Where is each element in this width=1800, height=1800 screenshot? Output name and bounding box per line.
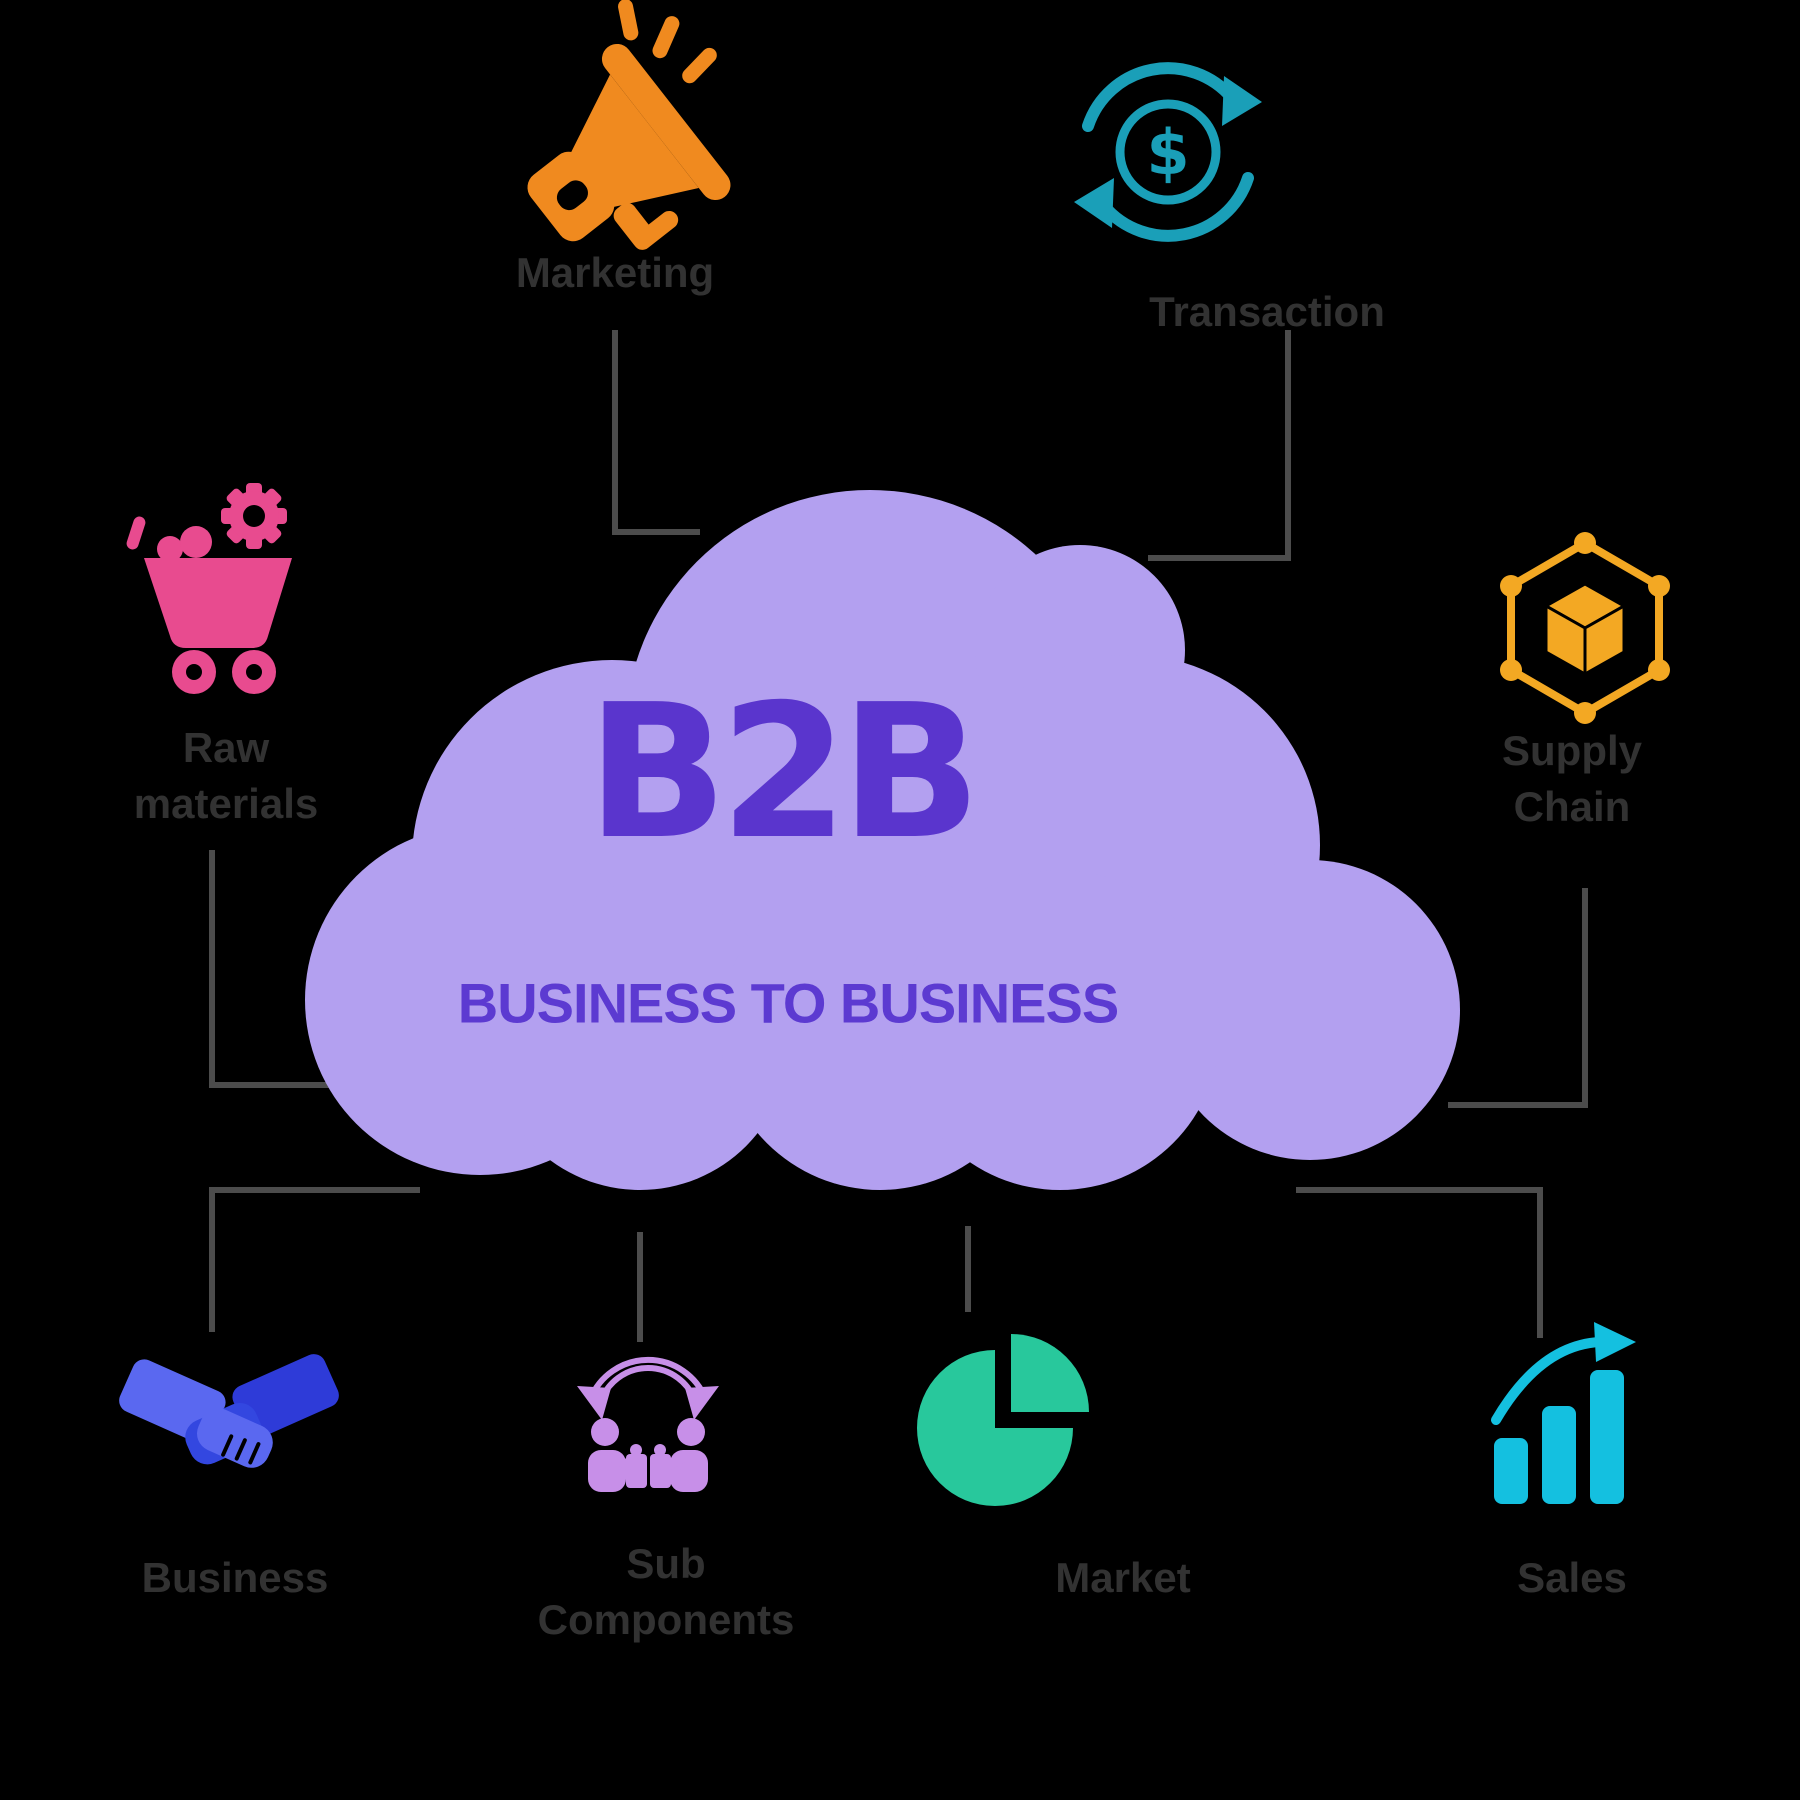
connector-transaction [1148, 330, 1291, 561]
dollar-glyph: $ [1146, 116, 1189, 189]
cloud-shape [305, 490, 1460, 1190]
label-sales: Sales [1517, 1554, 1627, 1601]
label-sub-components-line1: Sub [626, 1540, 706, 1587]
cube-network-icon [1500, 532, 1670, 724]
bar-chart-icon [1491, 1322, 1636, 1504]
handshake-icon [119, 1354, 339, 1468]
label-marketing: Marketing [515, 249, 715, 296]
connector-marketing [612, 330, 700, 535]
label-raw-materials-line2: materials [133, 780, 319, 827]
megaphone-icon [527, 0, 731, 250]
label-market: Market [1055, 1554, 1191, 1601]
connector-sales [1296, 1187, 1543, 1338]
label-supply-chain: Supply Chain [1502, 723, 1642, 835]
label-raw-materials-line1: Raw [182, 724, 270, 771]
label-raw-materials: Raw materials [134, 720, 318, 832]
label-sub-components-line2: Components [537, 1596, 795, 1643]
label-supply-chain-line2: Chain [1513, 783, 1631, 830]
connectors [209, 330, 1588, 1342]
b2b-subtitle: BUSINESS TO BUSINESS [457, 971, 1119, 1035]
currency-exchange-icon: $ [1074, 62, 1262, 242]
label-supply-chain-line1: Supply [1501, 727, 1643, 774]
people-puzzle-icon [577, 1356, 719, 1492]
label-transaction: Transaction [1149, 288, 1385, 335]
b2b-title: B2B [586, 664, 982, 880]
connector-business [209, 1187, 420, 1332]
label-business: Business [141, 1554, 329, 1601]
label-sub-components: Sub Components [538, 1536, 795, 1648]
mining-cart-icon [126, 483, 292, 694]
connector-supply-chain [1448, 888, 1588, 1108]
pie-chart-icon [917, 1334, 1089, 1506]
